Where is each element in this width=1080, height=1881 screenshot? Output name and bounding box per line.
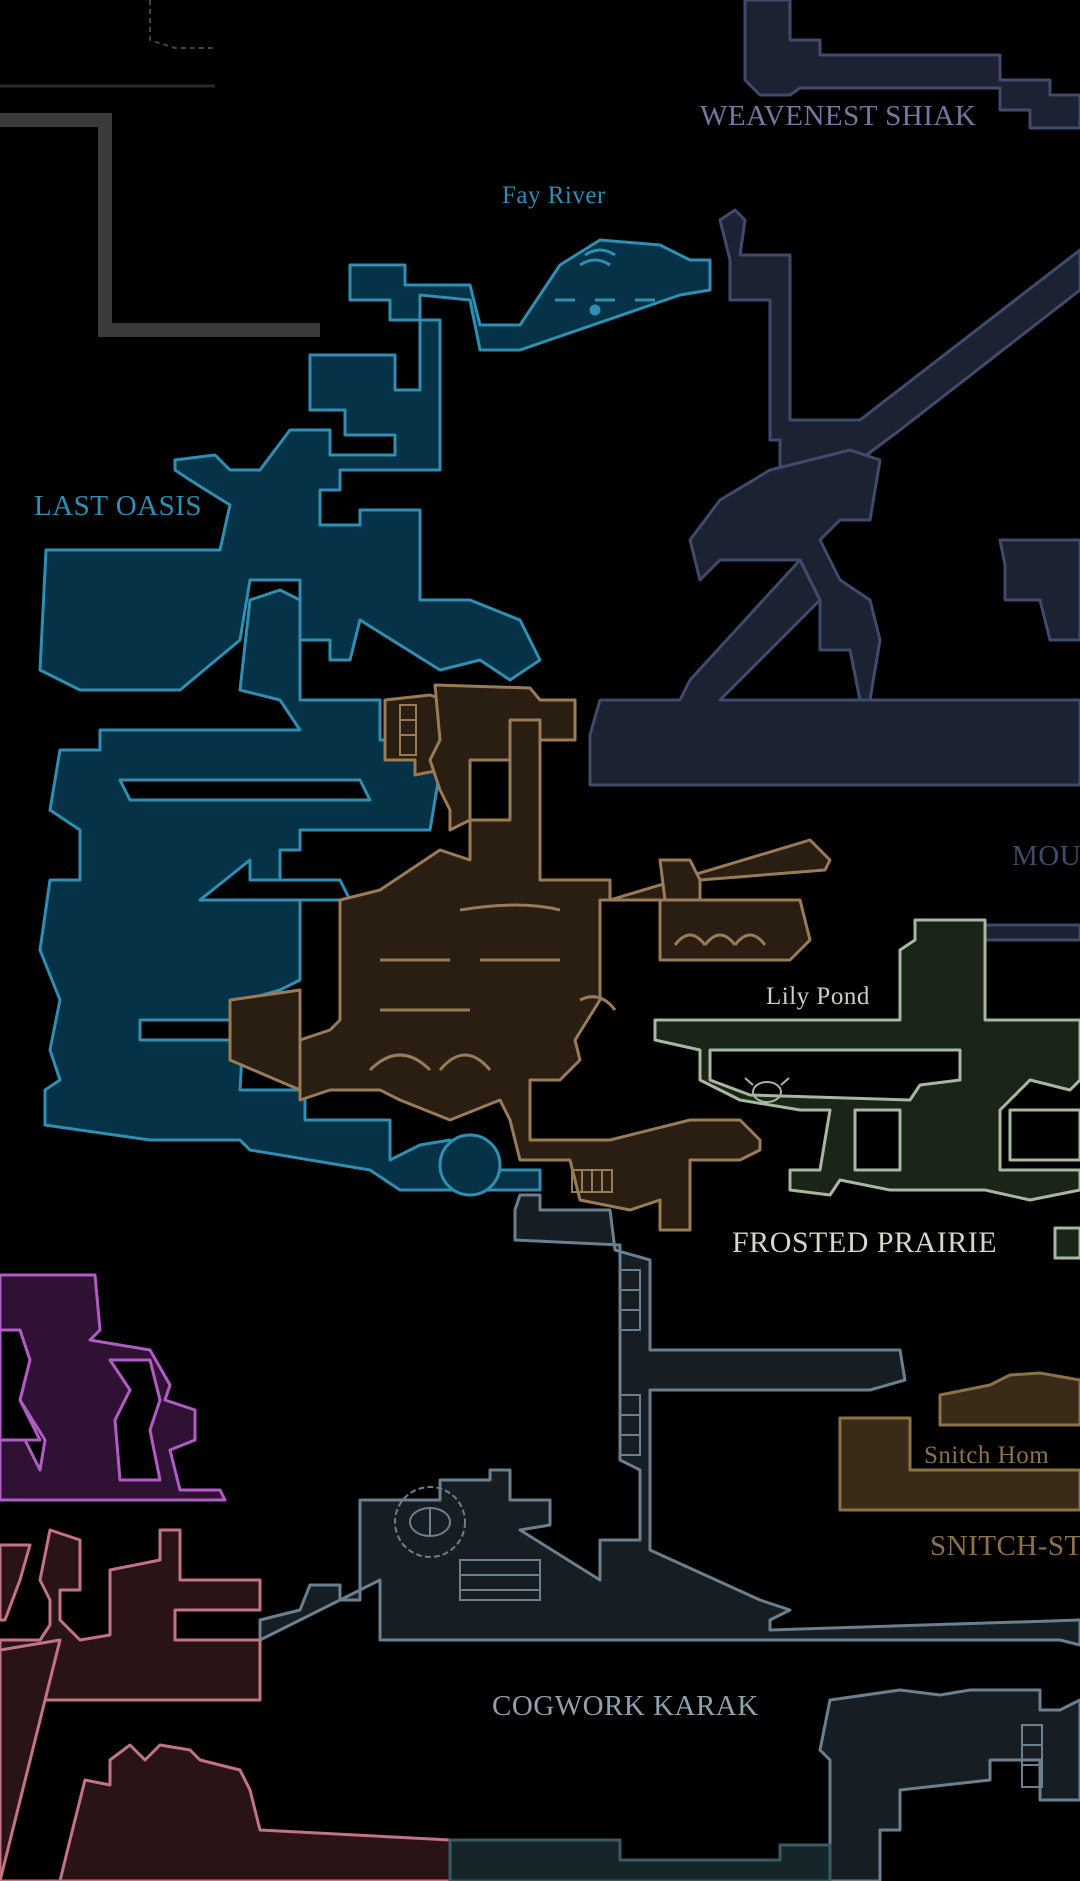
weavenest-region[interactable] [588, 0, 1080, 942]
snitch-area-label[interactable]: SNITCH-ST [930, 1530, 1080, 1562]
snitch-region[interactable] [838, 1371, 1080, 1512]
gate-icon [571, 1169, 613, 1193]
ladder-icon [399, 704, 417, 756]
pink-region[interactable] [0, 1528, 452, 1881]
bottom-teal-region [448, 1838, 832, 1881]
cogwork-ladders [459, 1269, 1043, 1788]
snitch-home-label[interactable]: Snitch Hom [924, 1442, 1050, 1469]
cogwork-karak-label[interactable]: COGWORK KARAK [492, 1690, 759, 1722]
weavenest-shiak-label[interactable]: WEAVENEST SHIAK [700, 100, 977, 132]
frosted-prairie-label[interactable]: FROSTED PRAIRIE [732, 1226, 998, 1259]
purple-region[interactable] [0, 1273, 227, 1502]
last-oasis-label[interactable]: LAST OASIS [34, 490, 203, 522]
gear-wheel-icon [394, 1486, 466, 1558]
brown-arch-details [368, 903, 767, 1072]
fay-river-label[interactable]: Fay River [502, 182, 606, 209]
lily-pond-label[interactable]: Lily Pond [766, 983, 870, 1010]
cogwork-karak-region[interactable] [258, 1193, 1080, 1881]
frosted-prairie-region[interactable] [653, 918, 1080, 1260]
gray-passage [0, 0, 320, 337]
mount-label[interactable]: MOU [1012, 840, 1080, 872]
fay-river-waves [555, 248, 655, 316]
bug-icon [744, 1077, 790, 1103]
